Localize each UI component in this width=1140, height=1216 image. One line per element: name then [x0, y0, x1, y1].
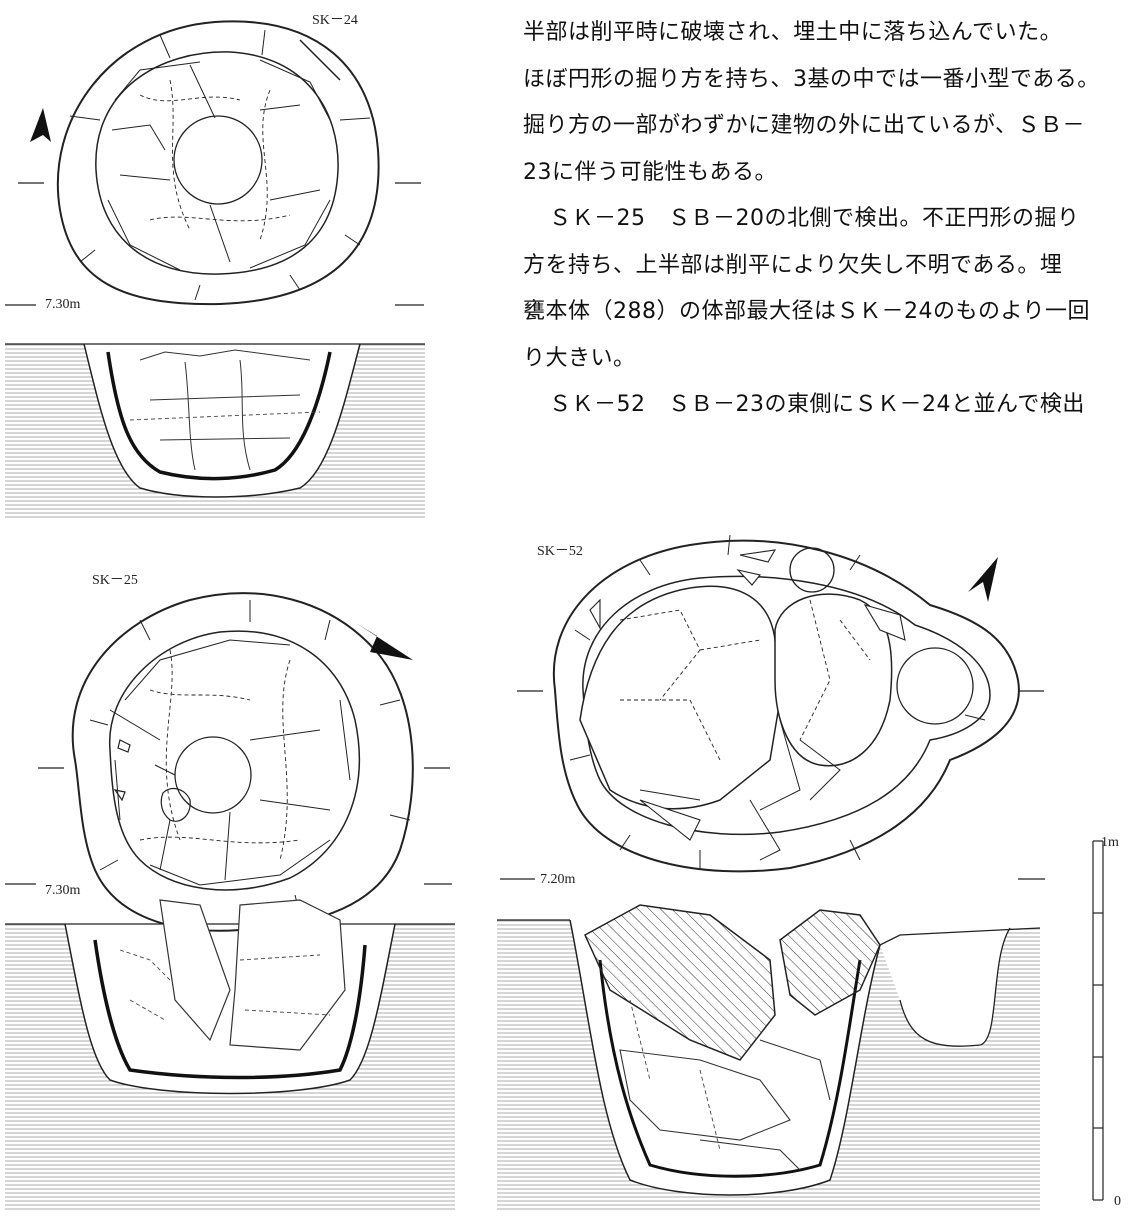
sk52-plan [517, 534, 1044, 873]
sk25-plan [38, 592, 450, 932]
text-line: 方を持ち、上半部は削平により欠失し不明である。埋 [523, 252, 1063, 278]
scale-bar [1092, 840, 1104, 1201]
text-line: ＳＫ－52 ＳＢ－23の東側にＳＫ－24と並んで検出 [549, 392, 1085, 417]
sk25-section [5, 883, 455, 1210]
sk52-section [497, 878, 1045, 1210]
text-line: 甕本体（288）の体部最大径はＳＫ－24のものより一回 [523, 299, 1091, 324]
elevation-label-sk52: 7.20m [540, 872, 576, 887]
text-line: 半部は削平時に破壊され、埋土中に落ち込んでいた。 [523, 20, 1063, 45]
scale-label-1m: 1m [1101, 835, 1119, 850]
scale-label-0: 0 [1114, 1194, 1121, 1209]
figure-label-sk52: SK－52 [537, 544, 583, 559]
sk24-section [5, 304, 425, 520]
sk24-plan [18, 20, 421, 306]
text-line: ＳＫ－25 ＳＢ－20の北側で検出。不正円形の掘り [549, 206, 1080, 231]
body-text: 半部は削平時に破壊され、埋土中に落ち込んでいた。 ほぼ円形の掘り方を持ち、3基の… [523, 10, 1140, 429]
text-line: ほぼ円形の掘り方を持ち、3基の中では一番小型である。 [523, 66, 1100, 92]
north-arrow-sk52 [968, 557, 998, 602]
figure-label-sk24: SK－24 [312, 13, 358, 28]
text-line: 掘り方の一部がわずかに建物の外に出ているが、ＳＢ－ [523, 113, 1086, 138]
text-line: り大きい。 [523, 345, 636, 371]
north-arrow-sk25 [356, 623, 413, 660]
figure-label-sk25: SK－25 [92, 573, 138, 588]
elevation-label-sk24: 7.30m [45, 297, 81, 312]
text-line: 23に伴う可能性もある。 [523, 159, 777, 185]
elevation-label-sk25: 7.30m [45, 883, 81, 898]
north-arrow-sk24 [30, 108, 51, 142]
